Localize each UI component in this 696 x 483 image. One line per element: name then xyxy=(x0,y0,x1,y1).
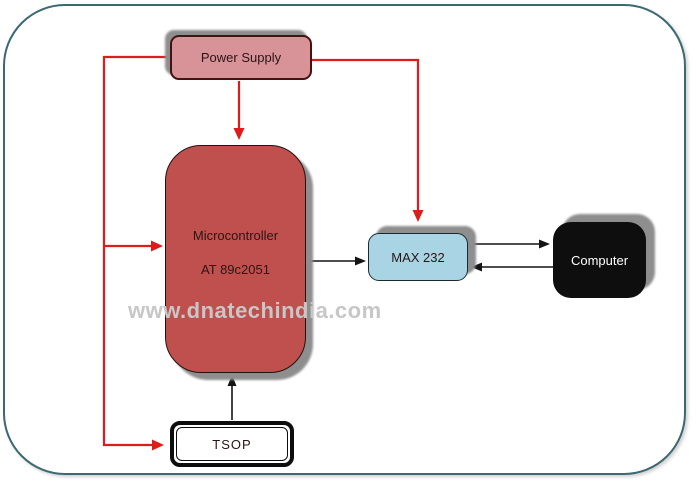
watermark-text: www.dnatechindia.com xyxy=(128,298,382,323)
node-max232: MAX 232 xyxy=(368,233,468,281)
node-computer: Computer xyxy=(553,222,646,298)
tsop-label: TSOP xyxy=(212,436,252,452)
diagram-frame-border xyxy=(3,4,686,475)
node-tsop: TSOP xyxy=(170,421,294,467)
max232-label: MAX 232 xyxy=(391,249,445,265)
microcontroller-label-line2: AT 89c2051 xyxy=(201,261,270,277)
tsop-inner-border: TSOP xyxy=(176,427,288,461)
power-supply-label: Power Supply xyxy=(200,50,282,65)
wire-power-to-tsop xyxy=(102,55,168,451)
node-power-supply: Power Supply xyxy=(170,35,312,80)
wire-power-to-max232 xyxy=(311,58,424,222)
node-microcontroller: Microcontroller AT 89c2051 xyxy=(165,145,306,373)
computer-label: Computer xyxy=(570,252,629,268)
microcontroller-label-line1: Microcontroller xyxy=(192,227,279,243)
